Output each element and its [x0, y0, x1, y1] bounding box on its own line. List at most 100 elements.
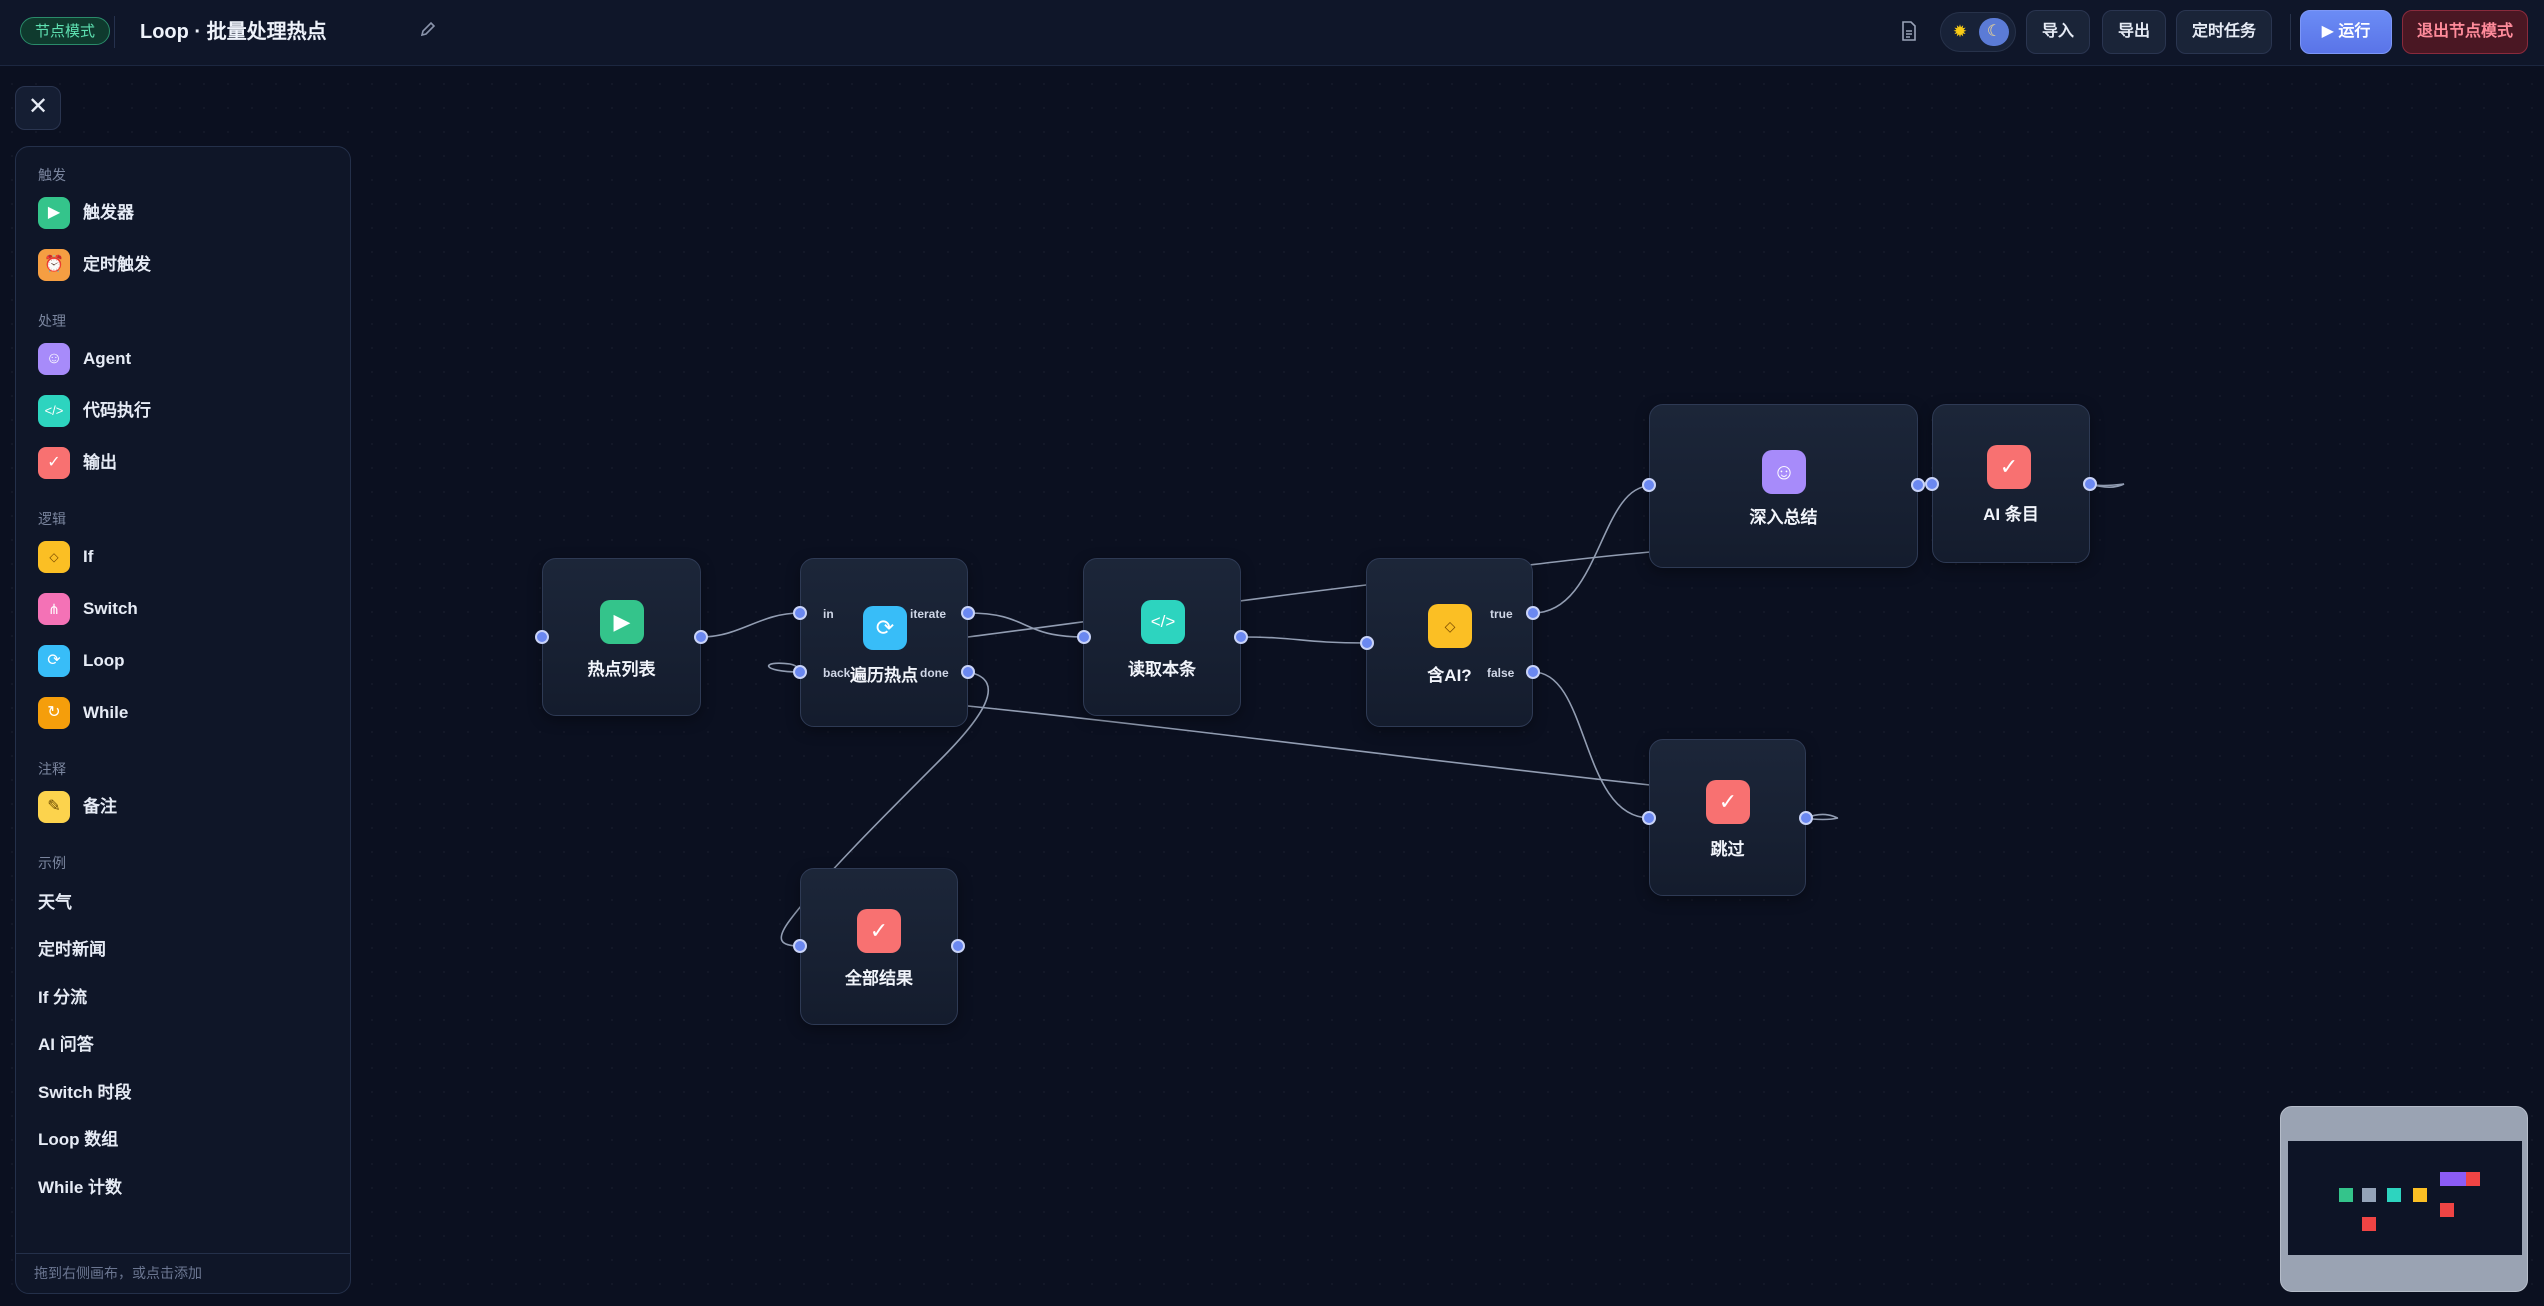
output-port[interactable] [1799, 811, 1813, 825]
palette-item-agent[interactable]: ☺ Agent [38, 341, 328, 377]
minimap[interactable] [2280, 1106, 2528, 1292]
node-palette: 触发 ▶ 触发器 ⏰ 定时触发 处理 ☺ Agent </> 代码执行 ✓ 输出… [15, 146, 351, 1294]
palette-item-timer[interactable]: ⏰ 定时触发 [38, 247, 328, 283]
input-port[interactable] [1642, 811, 1656, 825]
divider [16, 1253, 350, 1254]
diamond-icon: ◇ [1428, 604, 1472, 648]
minimap-node [2387, 1188, 2401, 1202]
palette-item-while[interactable]: ↻ While [38, 695, 328, 731]
node-deep-summary[interactable]: ☺ 深入总结 [1649, 404, 1918, 568]
palette-item-output[interactable]: ✓ 输出 [38, 445, 328, 481]
loop-icon: ⟳ [863, 606, 907, 650]
example-loop-array[interactable]: Loop 数组 [38, 1130, 119, 1149]
output-port[interactable] [951, 939, 965, 953]
section-note: 注释 [38, 761, 66, 777]
switch-icon: ⋔ [38, 593, 70, 625]
input-port[interactable] [793, 665, 807, 679]
node-read-item[interactable]: </> 读取本条 [1083, 558, 1241, 716]
run-button[interactable]: ▶ 运行 [2300, 10, 2392, 54]
edge [2089, 483, 2125, 488]
input-port[interactable] [535, 630, 549, 644]
palette-item-label: 输出 [83, 453, 117, 472]
node-all-results[interactable]: ✓ 全部结果 [800, 868, 958, 1025]
node-label: 热点列表 [587, 660, 656, 679]
palette-item-label: Switch [83, 599, 138, 618]
moon-icon[interactable]: ☾ [1979, 18, 2009, 46]
example-scheduled-news[interactable]: 定时新闻 [38, 940, 106, 959]
loop-icon: ⟳ [38, 645, 70, 677]
edge [780, 671, 989, 947]
top-bar: 节点模式 Loop · 批量处理热点 ✹ ☾ 导入 导出 定时任务 ▶ 运行 退… [0, 0, 2544, 66]
palette-item-label: While [83, 703, 129, 722]
palette-item-if[interactable]: ◇ If [38, 539, 328, 575]
output-port[interactable] [2083, 477, 2097, 491]
output-port[interactable] [1526, 606, 1540, 620]
node-has-ai-if[interactable]: ◇ 含AI? true false [1366, 558, 1533, 727]
output-port[interactable] [1911, 478, 1925, 492]
port-label-back: back [823, 666, 851, 680]
output-port[interactable] [1234, 630, 1248, 644]
section-process: 处理 [38, 313, 66, 329]
import-button[interactable]: 导入 [2026, 10, 2090, 54]
mode-badge: 节点模式 [20, 17, 111, 45]
workflow-title: Loop · 批量处理热点 [140, 21, 327, 43]
robot-icon: ☺ [1762, 450, 1806, 494]
pencil-icon[interactable] [418, 20, 438, 42]
divider [2290, 14, 2291, 50]
minimap-node [2440, 1172, 2466, 1186]
node-ai-item[interactable]: ✓ AI 条目 [1932, 404, 2090, 563]
theme-toggle[interactable]: ✹ ☾ [1940, 12, 2016, 52]
input-port[interactable] [1077, 630, 1091, 644]
palette-item-switch[interactable]: ⋔ Switch [38, 591, 328, 627]
minimap-node [2466, 1172, 2480, 1186]
document-icon[interactable] [1900, 20, 1920, 44]
output-port[interactable] [961, 606, 975, 620]
check-icon: ✓ [1706, 780, 1750, 824]
edge [1240, 636, 1368, 644]
export-button[interactable]: 导出 [2102, 10, 2166, 54]
node-label: 深入总结 [1749, 508, 1818, 527]
robot-icon: ☺ [38, 343, 70, 375]
sun-icon[interactable]: ✹ [1952, 22, 1968, 41]
edge [967, 705, 1651, 786]
check-icon: ✓ [38, 447, 70, 479]
close-sidebar-button[interactable]: ✕ [15, 86, 61, 130]
node-hot-list[interactable]: ▶ 热点列表 [542, 558, 701, 716]
node-label: 遍历热点 [850, 666, 918, 685]
cycle-icon: ↻ [38, 697, 70, 729]
example-weather[interactable]: 天气 [38, 893, 72, 912]
schedule-button[interactable]: 定时任务 [2176, 10, 2272, 54]
input-port[interactable] [793, 606, 807, 620]
code-icon: </> [1141, 600, 1185, 644]
check-icon: ✓ [857, 909, 901, 953]
node-skip[interactable]: ✓ 跳过 [1649, 739, 1806, 896]
output-port[interactable] [1526, 665, 1540, 679]
minimap-node [2362, 1217, 2376, 1231]
output-port[interactable] [961, 665, 975, 679]
palette-item-loop[interactable]: ⟳ Loop [38, 643, 328, 679]
node-iterate-loop[interactable]: ⟳ 遍历热点 in iterate back done [800, 558, 968, 727]
example-while-count[interactable]: While 计数 [38, 1178, 123, 1197]
example-ai-qa[interactable]: AI 问答 [38, 1035, 94, 1054]
node-label: 全部结果 [845, 969, 913, 988]
palette-item-trigger[interactable]: ▶ 触发器 [38, 195, 328, 231]
example-switch-period[interactable]: Switch 时段 [38, 1083, 132, 1102]
output-port[interactable] [694, 630, 708, 644]
exit-node-mode-button[interactable]: 退出节点模式 [2402, 10, 2528, 54]
palette-item-label: If [83, 547, 94, 566]
node-label: 跳过 [1710, 840, 1745, 859]
input-port[interactable] [1360, 636, 1374, 650]
input-port[interactable] [793, 939, 807, 953]
palette-item-code[interactable]: </> 代码执行 [38, 393, 328, 429]
section-trigger: 触发 [38, 167, 66, 183]
input-port[interactable] [1925, 477, 1939, 491]
minimap-node [2362, 1188, 2376, 1202]
palette-item-memo[interactable]: ✎ 备注 [38, 789, 328, 825]
alarm-clock-icon: ⏰ [38, 249, 70, 281]
node-label: AI 条目 [1983, 505, 2039, 524]
example-if-branch[interactable]: If 分流 [38, 988, 88, 1007]
input-port[interactable] [1642, 478, 1656, 492]
minimap-viewport[interactable] [2288, 1141, 2522, 1255]
section-examples: 示例 [38, 855, 66, 871]
